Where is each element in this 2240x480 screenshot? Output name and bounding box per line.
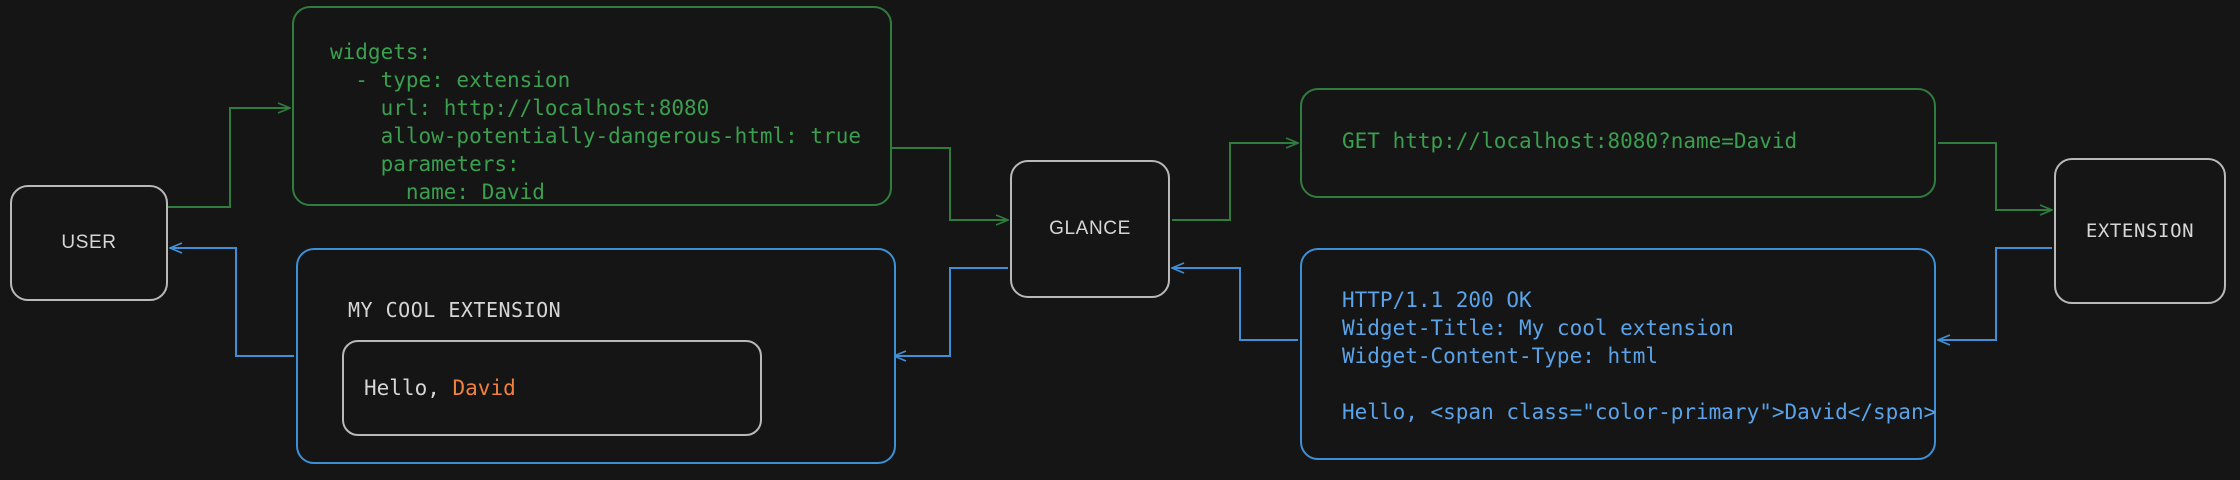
wire-extension-to-response	[1938, 247, 2052, 340]
wire-config-to-glance	[892, 147, 1008, 220]
http-response-text: HTTP/1.1 200 OK Widget-Title: My cool ex…	[1342, 288, 1937, 424]
wire-response-to-glance	[1172, 268, 1298, 341]
node-extension-label: EXTENSION	[2085, 220, 2195, 242]
wire-request-to-extension	[1938, 142, 2052, 210]
node-glance: GLANCE	[1010, 160, 1170, 298]
node-user-label: USER	[61, 232, 117, 253]
node-user: USER	[10, 185, 168, 301]
http-response-panel: HTTP/1.1 200 OK Widget-Title: My cool ex…	[1300, 248, 1936, 460]
http-request-text: GET http://localhost:8080?name=David	[1342, 129, 1798, 153]
greeting-name: David	[452, 376, 516, 400]
rendered-widget-title: MY COOL EXTENSION	[348, 298, 562, 322]
greeting-prefix: Hello,	[364, 376, 453, 400]
rendered-widget-greeting: Hello, David	[364, 376, 516, 400]
rendered-widget-content-box: Hello, David	[342, 340, 762, 436]
wire-glance-to-widget	[894, 267, 1008, 356]
yaml-config-text: widgets: - type: extension url: http://l…	[330, 40, 862, 204]
node-extension: EXTENSION	[2054, 158, 2226, 304]
node-glance-label: GLANCE	[1049, 218, 1131, 239]
yaml-config-panel: widgets: - type: extension url: http://l…	[292, 6, 892, 206]
wire-glance-to-request	[1172, 143, 1298, 221]
rendered-widget-panel: MY COOL EXTENSION Hello, David	[296, 248, 896, 464]
http-request-panel: GET http://localhost:8080?name=David	[1300, 88, 1936, 198]
wire-user-to-config	[168, 108, 290, 208]
wire-widget-to-user	[170, 248, 294, 357]
